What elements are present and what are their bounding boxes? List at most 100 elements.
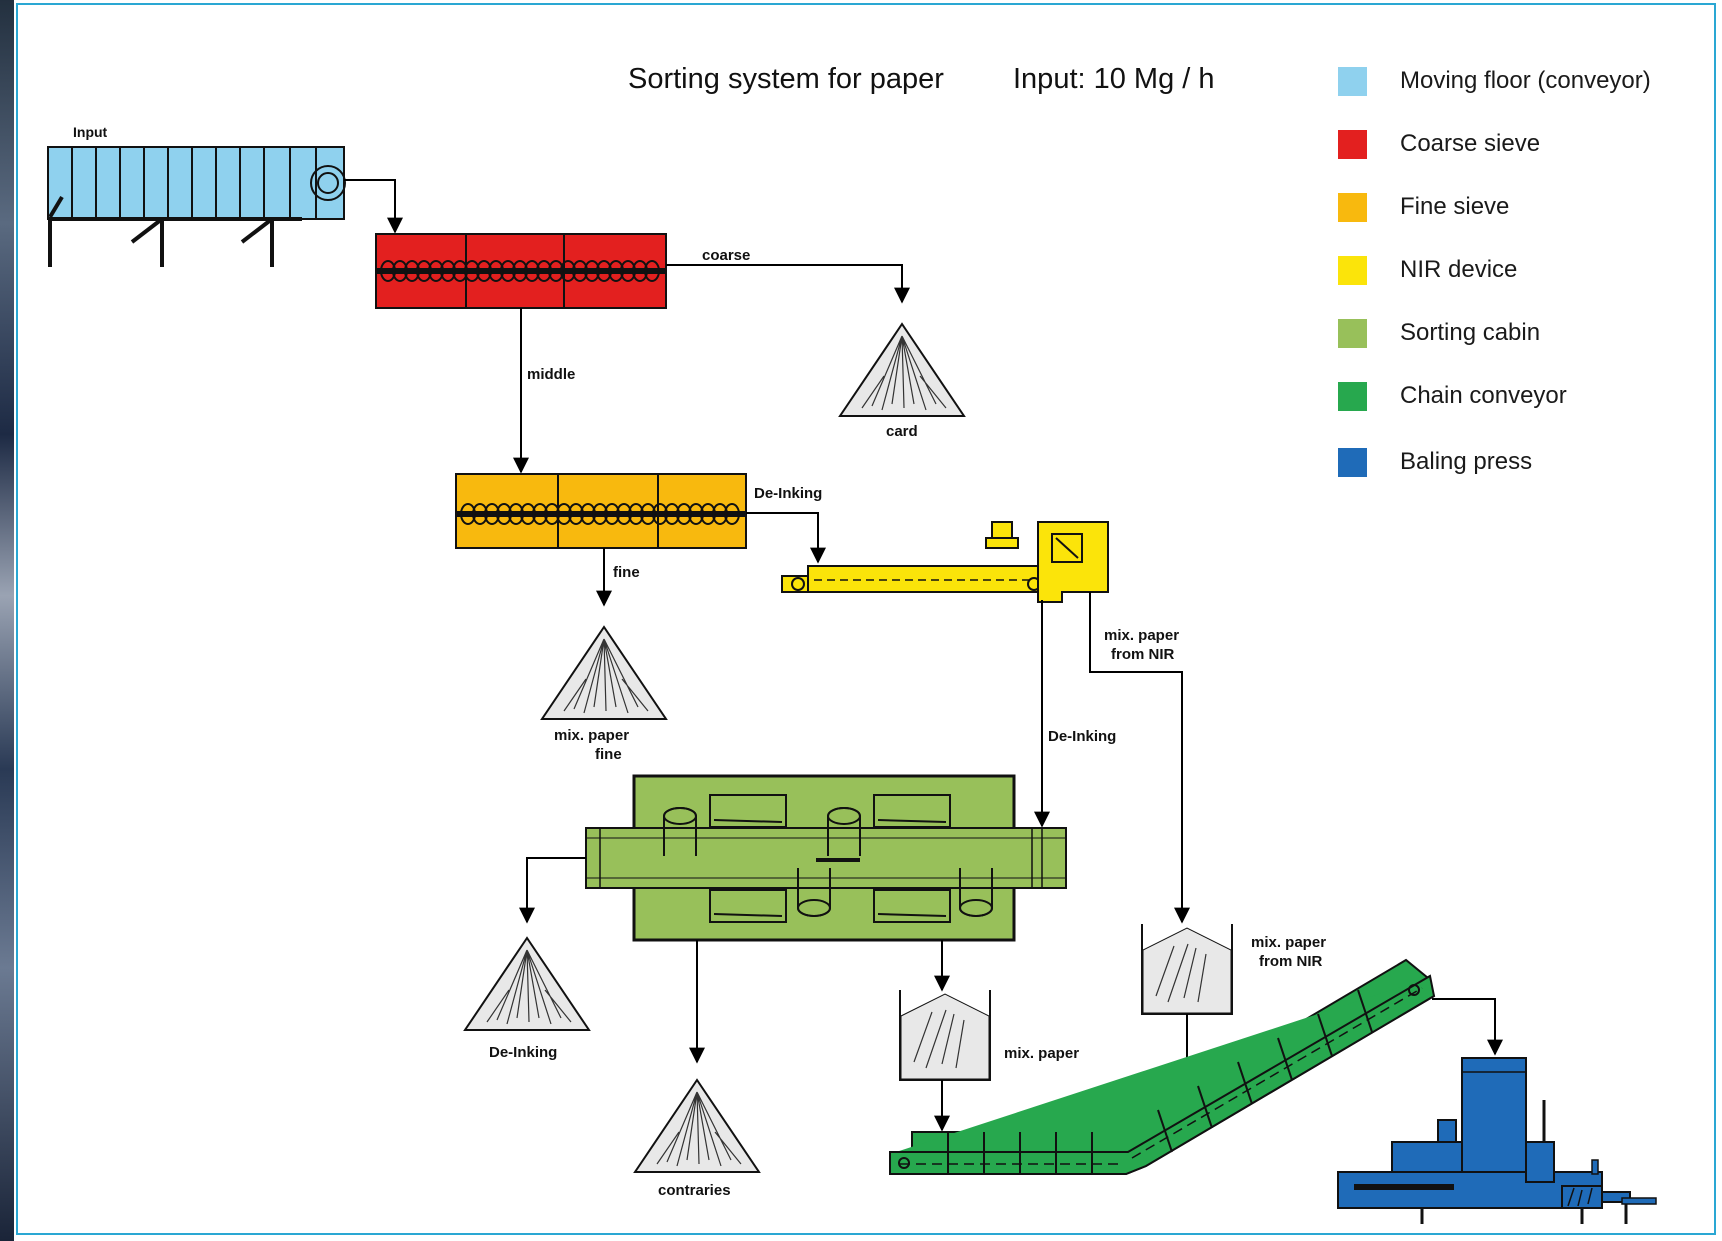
flow-arrow [344,179,403,234]
sorting-cabin [585,774,1067,942]
sieve-roller [556,503,572,525]
sieve-roller [416,260,432,282]
sieve-roller [676,503,692,525]
sieve-roller [604,503,620,525]
sieve-roller [596,260,612,282]
label-mix-paper-fine-2: fine [595,746,622,763]
label-deinking-top: De-Inking [754,485,822,502]
sieve-roller [476,260,492,282]
pile-contraries [634,1079,760,1173]
flow-arrow [666,264,910,304]
bin-mix-paper [899,990,991,1081]
sieve-roller [440,260,456,282]
label-card: card [886,423,918,440]
label-deinking-mid: De-Inking [1048,728,1116,745]
sieve-roller [664,503,680,525]
legend-label: Moving floor (conveyor) [1400,67,1651,94]
sieve-roller [584,260,600,282]
legend-swatch [1338,318,1367,348]
label-input: Input [73,124,108,140]
legend-label: Sorting cabin [1400,319,1541,346]
label-mix-paper: mix. paper [1004,1045,1079,1062]
legend-label: Chain conveyor [1400,382,1567,409]
legend-item-chain-conveyor: Chain conveyor [1338,381,1567,411]
moving-floor-conveyor: Input [47,124,346,267]
flow-arrow [519,857,586,924]
sieve-roller [536,260,552,282]
legend-item-nir-device: NIR device [1338,255,1517,285]
sieve-roller [560,260,576,282]
legend-label: Baling press [1400,448,1533,475]
label-mix-paper-fine-1: mix. paper [554,727,629,744]
legend-swatch [1338,66,1367,96]
sieve-roller [496,503,512,525]
legend-label: Fine sieve [1400,193,1510,220]
sieve-roller [688,503,704,525]
sieve-roller [608,260,624,282]
coarse-sieve [375,233,667,309]
legend-swatch [1338,447,1367,477]
sieve-roller [616,503,632,525]
sieve-roller [544,503,560,525]
sieve-roller [428,260,444,282]
label-middle: middle [527,366,575,383]
label-nir-out-2: from NIR [1111,646,1175,663]
sieve-roller [532,503,548,525]
legend-item-sorting-cabin: Sorting cabin [1338,318,1540,348]
sieve-roller [568,503,584,525]
sieve-roller [380,260,396,282]
sieve-roller [592,503,608,525]
legend-swatch [1338,129,1367,159]
pile-mix-paper-fine [541,626,667,720]
sieve-roller [392,260,408,282]
legend-label: NIR device [1400,256,1518,283]
diagram-title: Sorting system for paper [628,63,944,95]
sieve-roller [580,503,596,525]
legend-item-fine-sieve: Fine sieve [1338,192,1509,222]
legend-item-coarse-sieve: Coarse sieve [1338,129,1540,159]
nir-device [781,521,1109,603]
label-nir-out-1: mix. paper [1104,627,1179,644]
bin-mix-paper-from-nir [1141,924,1233,1015]
sieve-roller [464,260,480,282]
legend-item-moving-floor: Moving floor (conveyor) [1338,66,1651,96]
sieve-roller [452,260,468,282]
input-rate: Input: 10 Mg / h [1013,63,1215,95]
legend-swatch [1338,381,1367,411]
sieve-roller [484,503,500,525]
sieve-roller [472,503,488,525]
sieve-roller [460,503,476,525]
sieve-roller [548,260,564,282]
pile-card [839,323,965,417]
sieve-roller [700,503,716,525]
sieve-roller [652,503,668,525]
sieve-roller [488,260,504,282]
legend-swatch [1338,192,1367,222]
sieve-roller [512,260,528,282]
sieve-roller [520,503,536,525]
sieve-roller [524,260,540,282]
label-fine: fine [613,564,640,581]
sieve-roller [632,260,648,282]
pile-deinking [464,937,590,1031]
sieve-roller [712,503,728,525]
label-contraries: contraries [658,1182,731,1199]
label-nir-bin-1: mix. paper [1251,934,1326,951]
sieve-roller [572,260,588,282]
sieve-roller [628,503,644,525]
sieve-roller [404,260,420,282]
flow-arrow [746,512,826,564]
flow-arrow [1432,998,1503,1056]
legend-item-baling-press: Baling press [1338,447,1532,477]
legend-swatch [1338,255,1367,285]
sieve-roller [500,260,516,282]
fine-sieve [455,473,747,549]
diagram-frame: Sorting system for paper Input: 10 Mg / … [16,3,1716,1235]
sieve-roller [644,260,660,282]
legend-label: Coarse sieve [1400,130,1541,157]
sieve-roller [640,503,656,525]
background-photo-strip [0,0,14,1241]
baling-press [1337,1057,1657,1224]
chain-conveyor [889,958,1436,1175]
sieve-roller [620,260,636,282]
